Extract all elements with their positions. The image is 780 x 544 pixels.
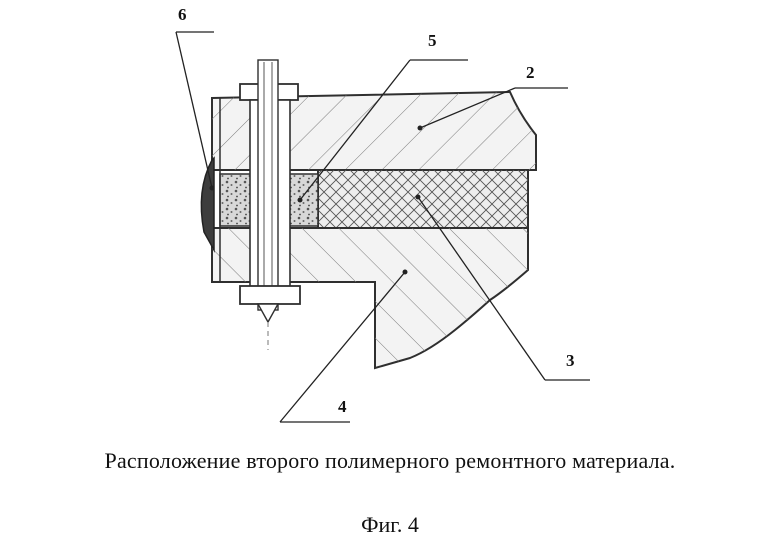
callout-label-4: 4 xyxy=(338,397,347,416)
bottom-body xyxy=(211,227,529,370)
bolt xyxy=(239,59,301,350)
middle-layer xyxy=(317,169,529,229)
cross-section-drawing: 2 3 4 5 6 xyxy=(175,5,590,423)
top-plate xyxy=(211,90,537,171)
callout-5: 5 xyxy=(297,31,468,203)
callout-3: 3 xyxy=(415,194,590,381)
callout-2: 2 xyxy=(417,63,568,131)
callout-6: 6 xyxy=(175,5,215,191)
figure-caption: Расположение второго полимерного ремонтн… xyxy=(104,448,676,473)
figure-number: Фиг. 4 xyxy=(361,512,419,537)
callout-4: 4 xyxy=(279,269,408,423)
callout-label-2: 2 xyxy=(526,63,535,82)
callout-label-5: 5 xyxy=(428,31,437,50)
callout-label-3: 3 xyxy=(566,351,575,370)
callout-label-6: 6 xyxy=(178,5,187,24)
